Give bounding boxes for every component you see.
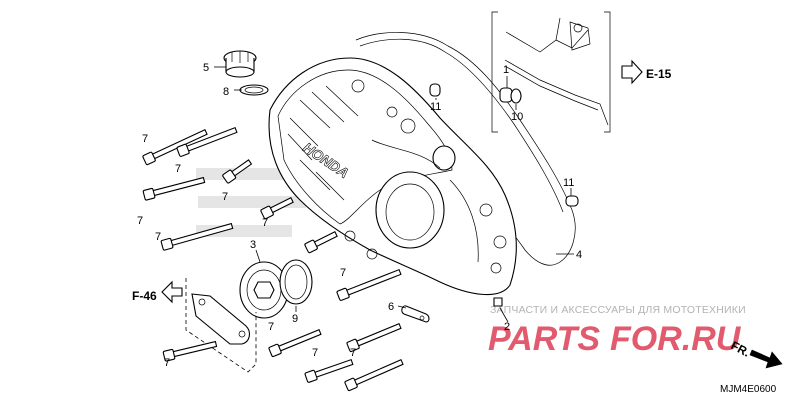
part-callouts: 5 8 1 10 11 11 4 3 9 6 2 7 7 7 7 7 7 7 7… xyxy=(137,62,582,369)
callout-11-lower[interactable]: 11 xyxy=(563,177,574,189)
bolt-7 xyxy=(268,328,322,357)
bolt-7 xyxy=(176,126,238,157)
bolt-7 xyxy=(162,340,218,362)
callout-2[interactable]: 2 xyxy=(504,321,510,333)
bolts-7 xyxy=(142,126,404,392)
bracket-f46 xyxy=(185,278,257,373)
reference-arrow-f46[interactable]: F-46 xyxy=(132,280,183,304)
callout-10[interactable]: 10 xyxy=(511,111,523,123)
part-9-o-ring xyxy=(279,259,313,305)
part-11-dowel-upper xyxy=(429,83,441,97)
bolt-7 xyxy=(344,358,404,392)
bolt-7 xyxy=(142,129,208,166)
part-5-filler-cap xyxy=(223,50,257,78)
bolt-7 xyxy=(304,231,338,254)
reference-e15-label: E-15 xyxy=(646,67,672,81)
watermark-logo-accent: FOR.RU xyxy=(610,320,742,358)
callout-7[interactable]: 7 xyxy=(175,163,181,175)
bolt-7 xyxy=(222,159,253,184)
bolt-7 xyxy=(304,358,354,383)
part-3-plug xyxy=(239,261,289,319)
callout-7[interactable]: 7 xyxy=(340,267,346,279)
bolt-7 xyxy=(336,268,402,301)
callout-5[interactable]: 5 xyxy=(203,62,209,74)
watermark-logo: PARTS FOR.RU xyxy=(488,320,742,358)
callout-4[interactable]: 4 xyxy=(576,249,582,261)
callout-7[interactable]: 7 xyxy=(222,191,228,203)
callout-7[interactable]: 7 xyxy=(262,217,268,229)
watermark: ЗАПЧАСТИ И АКСЕССУАРЫ ДЛЯ МОТОТЕХНИКИ PA… xyxy=(196,168,746,358)
callout-6[interactable]: 6 xyxy=(388,301,394,313)
part-10-seal xyxy=(510,88,522,104)
part-2-bolt xyxy=(493,297,503,307)
watermark-tagline: ЗАПЧАСТИ И АКСЕССУАРЫ ДЛЯ МОТОТЕХНИКИ xyxy=(490,304,746,316)
bolt-7 xyxy=(160,222,234,251)
callout-7[interactable]: 7 xyxy=(142,133,148,145)
callout-7[interactable]: 7 xyxy=(137,215,143,227)
part-1-dowel xyxy=(499,87,513,103)
callout-7[interactable]: 7 xyxy=(164,357,170,369)
cover-hatching xyxy=(287,85,359,201)
clutch-cover: HONDA xyxy=(268,57,517,296)
callout-7[interactable]: 7 xyxy=(350,347,356,359)
watermark-logo-main: PARTS xyxy=(488,320,600,358)
callout-7[interactable]: 7 xyxy=(312,347,318,359)
gasket-outline-inner xyxy=(359,38,564,213)
diagram-code: MJM4E0600 xyxy=(720,384,777,395)
reference-f46-label: F-46 xyxy=(132,289,157,303)
callout-7[interactable]: 7 xyxy=(268,321,274,333)
front-arrow-icon xyxy=(749,349,783,369)
callout-3[interactable]: 3 xyxy=(250,239,256,251)
part-8-o-ring xyxy=(239,84,269,96)
leader-lines xyxy=(214,66,574,323)
bolt-7 xyxy=(346,322,402,353)
inset-detail: E-15 xyxy=(491,11,672,133)
callout-7[interactable]: 7 xyxy=(155,231,161,243)
reference-arrow-e15[interactable]: E-15 xyxy=(621,59,672,85)
bolt-7 xyxy=(260,197,294,220)
callout-8[interactable]: 8 xyxy=(223,86,229,98)
gasket-outline xyxy=(355,32,576,266)
bolt-7 xyxy=(142,176,206,201)
callout-1[interactable]: 1 xyxy=(503,64,509,76)
front-direction-marker: FR. xyxy=(729,338,783,369)
callout-11-upper[interactable]: 11 xyxy=(430,101,441,113)
part-11-dowel-lower xyxy=(565,195,579,207)
callout-9[interactable]: 9 xyxy=(292,313,298,325)
